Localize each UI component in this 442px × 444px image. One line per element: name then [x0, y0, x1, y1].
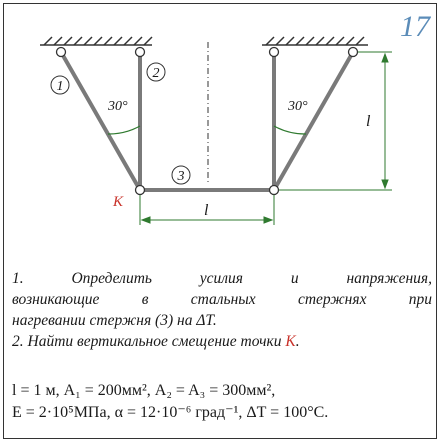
hinge-right-bottom: [268, 184, 280, 196]
task-2: 2. Найти вертикальное смещение точки K.: [12, 331, 432, 352]
given-line-1: l = 1 м, A₁ = 200мм², A₂ = A₃ = 300мм²,: [12, 382, 276, 399]
angle-arc-right: [273, 125, 307, 135]
task-list: 1. Определить усилия и напряжения, возни…: [12, 268, 432, 352]
task-1-line-2: возникающие в стальных стержнях при: [12, 291, 432, 308]
task-2-point: K: [285, 333, 296, 350]
task-2-end: .: [295, 333, 300, 350]
bar-2-label: 2: [153, 66, 160, 81]
bar-1: [59, 50, 142, 192]
bar-right-inclined: [272, 50, 355, 192]
problem-frame: [3, 3, 437, 439]
dim-vertical-label: l: [366, 113, 371, 130]
point-k-label: K: [112, 194, 124, 210]
bar-3-marker: [171, 165, 191, 185]
dim-horizontal-label: l: [204, 202, 209, 219]
task-2-text: 2. Найти вертикальное смещение точки: [12, 333, 286, 350]
given-line-2: E = 2·10⁵МПа, α = 12·10⁻⁶ град⁻¹, ΔT = 1…: [12, 404, 329, 421]
angle-label-right: 30°: [287, 99, 308, 114]
dimension-vertical: [279, 51, 392, 191]
hinge-1-top: [55, 46, 67, 58]
hinge-k: [134, 184, 146, 196]
angle-arc-left: [107, 125, 141, 135]
dimension-horizontal: [139, 195, 275, 225]
ceiling-support-right: [262, 36, 368, 46]
hinge-2-top: [134, 46, 146, 58]
hinge-right-vertical-top: [268, 46, 280, 58]
bar-1-label: 1: [57, 79, 64, 94]
bar-3-label: 3: [177, 169, 185, 184]
task-1-line-1: 1. Определить усилия и напряжения,: [12, 270, 432, 287]
bar-2-marker: [146, 62, 166, 82]
problem-number: 17: [400, 10, 430, 43]
given-data: l = 1 м, A₁ = 200мм², A₂ = A₃ = 300мм², …: [12, 380, 432, 424]
ceiling-support-left: [40, 36, 153, 46]
angle-label-left: 30°: [107, 99, 128, 114]
task-1-line-3: нагревании стержня (3) на ΔT.: [12, 312, 217, 329]
truss-diagram: 1 2 3 30° 30° K l l: [40, 36, 392, 225]
hinge-right-inclined-top: [347, 46, 359, 58]
bar-1-marker: [50, 75, 70, 95]
